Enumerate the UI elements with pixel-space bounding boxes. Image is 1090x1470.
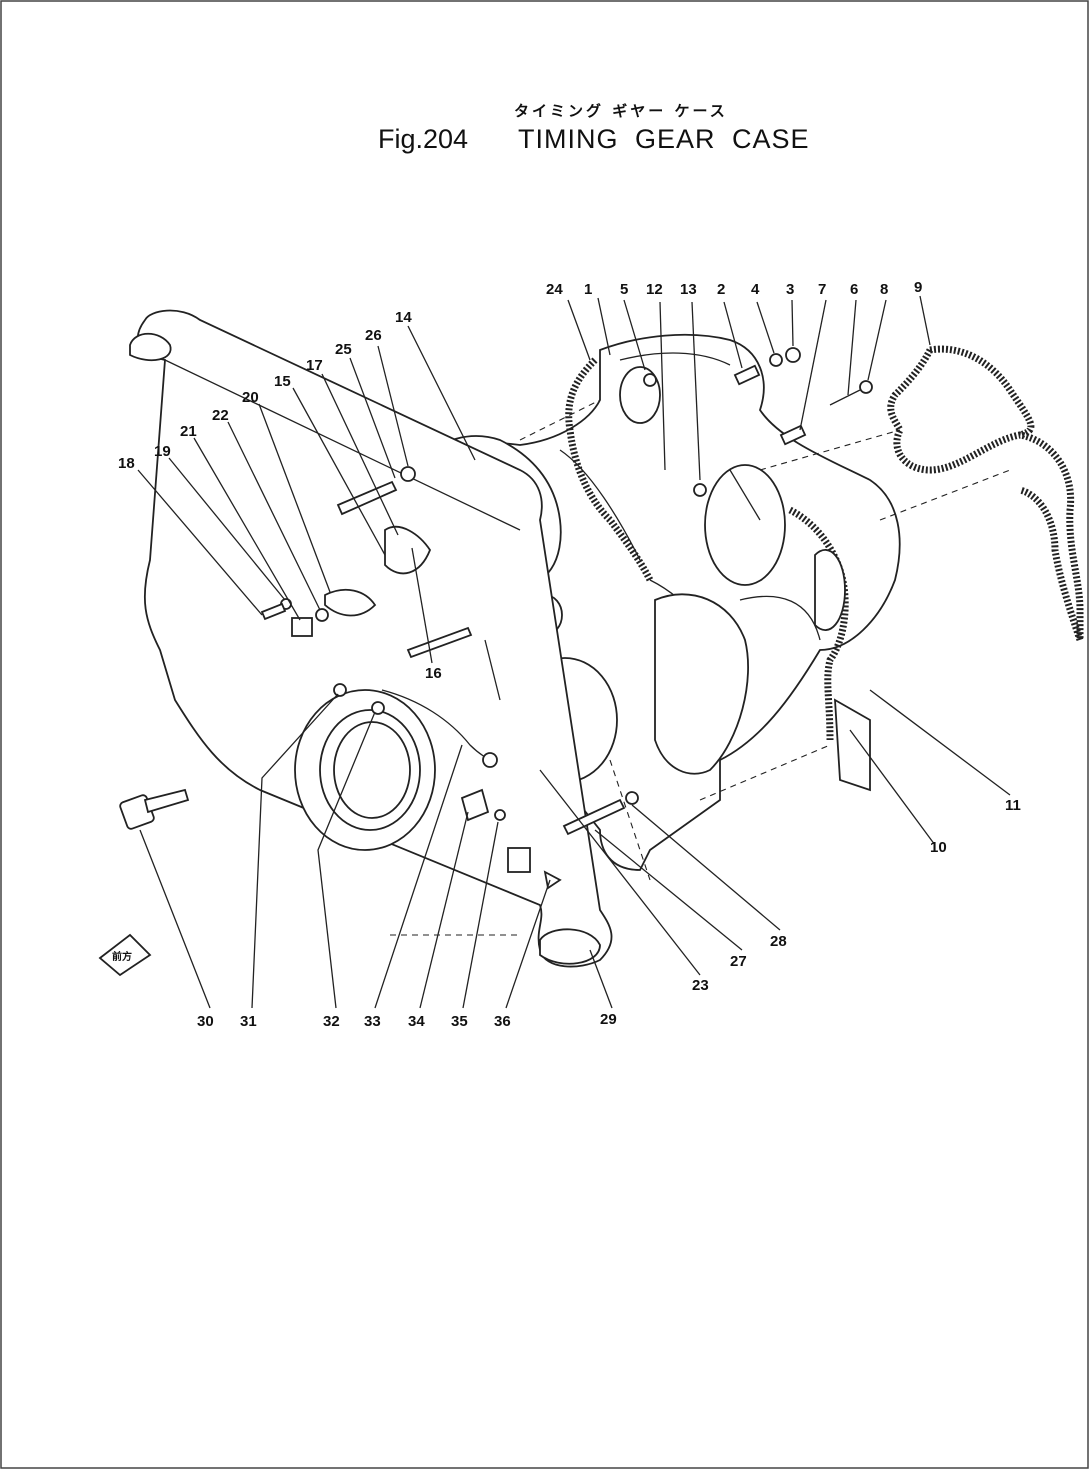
callout-7: 7 [818,281,826,298]
callout-1: 1 [584,281,592,298]
diagram-title: TIMING GEAR CASE [518,124,810,154]
flange-20 [324,588,377,617]
bracket-foot-left [129,332,172,362]
callout-29: 29 [600,1011,617,1028]
callout-22: 22 [212,407,229,424]
bolt-6 [829,389,861,406]
rear-seal-bore [333,721,411,819]
long-bolt [406,626,473,659]
washer-28 [625,791,639,805]
callout-14: 14 [395,309,412,326]
callout-21: 21 [180,423,197,440]
nut-31 [333,683,347,697]
direction-marker: 前方 [98,933,152,977]
callout-27: 27 [730,953,747,970]
case-gasket-24-lower [788,506,849,741]
bolt-27 [562,798,626,836]
callout-20: 20 [242,389,259,406]
callout-35: 35 [451,1013,468,1030]
assembly-line-d [699,744,831,801]
case-inner-contour [559,352,821,681]
callout-3: 3 [786,281,794,298]
bolt-12 [643,373,657,387]
washer-4 [769,353,783,367]
callout-33: 33 [364,1013,381,1030]
callout-9: 9 [914,279,922,296]
assembly-line-b [759,429,901,471]
callout-31: 31 [240,1013,257,1030]
direction-marker-label: 前方 [112,950,132,963]
cap-21 [291,617,313,637]
callout-10: 10 [930,839,947,856]
callout-32: 32 [323,1013,340,1030]
callout-36: 36 [494,1013,511,1030]
plug-30-stem [143,788,190,814]
callout-13: 13 [680,281,697,298]
pipe-fitting-33b [482,752,498,768]
callout-19: 19 [154,443,171,460]
japanese-title: タイミング ギヤー ケース [514,102,728,120]
side-plate-10 [833,698,871,792]
bolt-25 [336,480,398,516]
pipe-rod [484,639,501,701]
block-36 [507,847,531,873]
callout-23: 23 [692,977,709,994]
callout-4: 4 [751,281,760,298]
callout-12: 12 [646,281,663,298]
bolt-13 [693,483,707,497]
callout-24: 24 [546,281,563,298]
pipe-fitting-33 [371,701,385,715]
nut-22 [315,608,329,622]
callout-25: 25 [335,341,352,358]
gasket-9 [887,348,1084,642]
dowel-2 [733,364,761,386]
callout-34: 34 [408,1013,425,1030]
callout-5: 5 [620,281,628,298]
washer-26 [400,466,416,482]
washer-8 [859,380,873,394]
callout-28: 28 [770,933,787,950]
washer-35 [494,809,506,821]
bracket-ledge [164,359,521,531]
bracket-15-17 [384,525,432,575]
gasket-9-top [929,345,1035,439]
oil-pan-bracket-29 [137,309,613,968]
gear-opening [704,464,786,586]
callout-11: 11 [1005,797,1021,814]
leader-lines [137,295,1011,1009]
nut-3 [785,347,801,363]
right-opening [814,549,846,631]
callout-15: 15 [274,373,291,390]
callout-8: 8 [880,281,888,298]
callout-numbers: 24 1 5 12 13 2 4 3 7 6 8 9 14 26 25 17 1… [118,279,1021,1030]
callout-16: 16 [425,665,442,682]
callout-26: 26 [365,327,382,344]
callout-30: 30 [197,1013,214,1030]
assembly-line-c [879,469,1011,521]
stud-7 [779,424,807,446]
lower-right-cover [654,593,749,775]
callout-18: 18 [118,455,135,472]
callout-2: 2 [717,281,725,298]
bracket-foot-right [539,928,601,965]
bolt-18 [260,602,287,621]
spring-clip [729,469,761,521]
callout-17: 17 [306,357,323,374]
figure-number: Fig.204 [378,124,469,154]
assembly-line-a [519,399,601,441]
callout-6: 6 [850,281,858,298]
